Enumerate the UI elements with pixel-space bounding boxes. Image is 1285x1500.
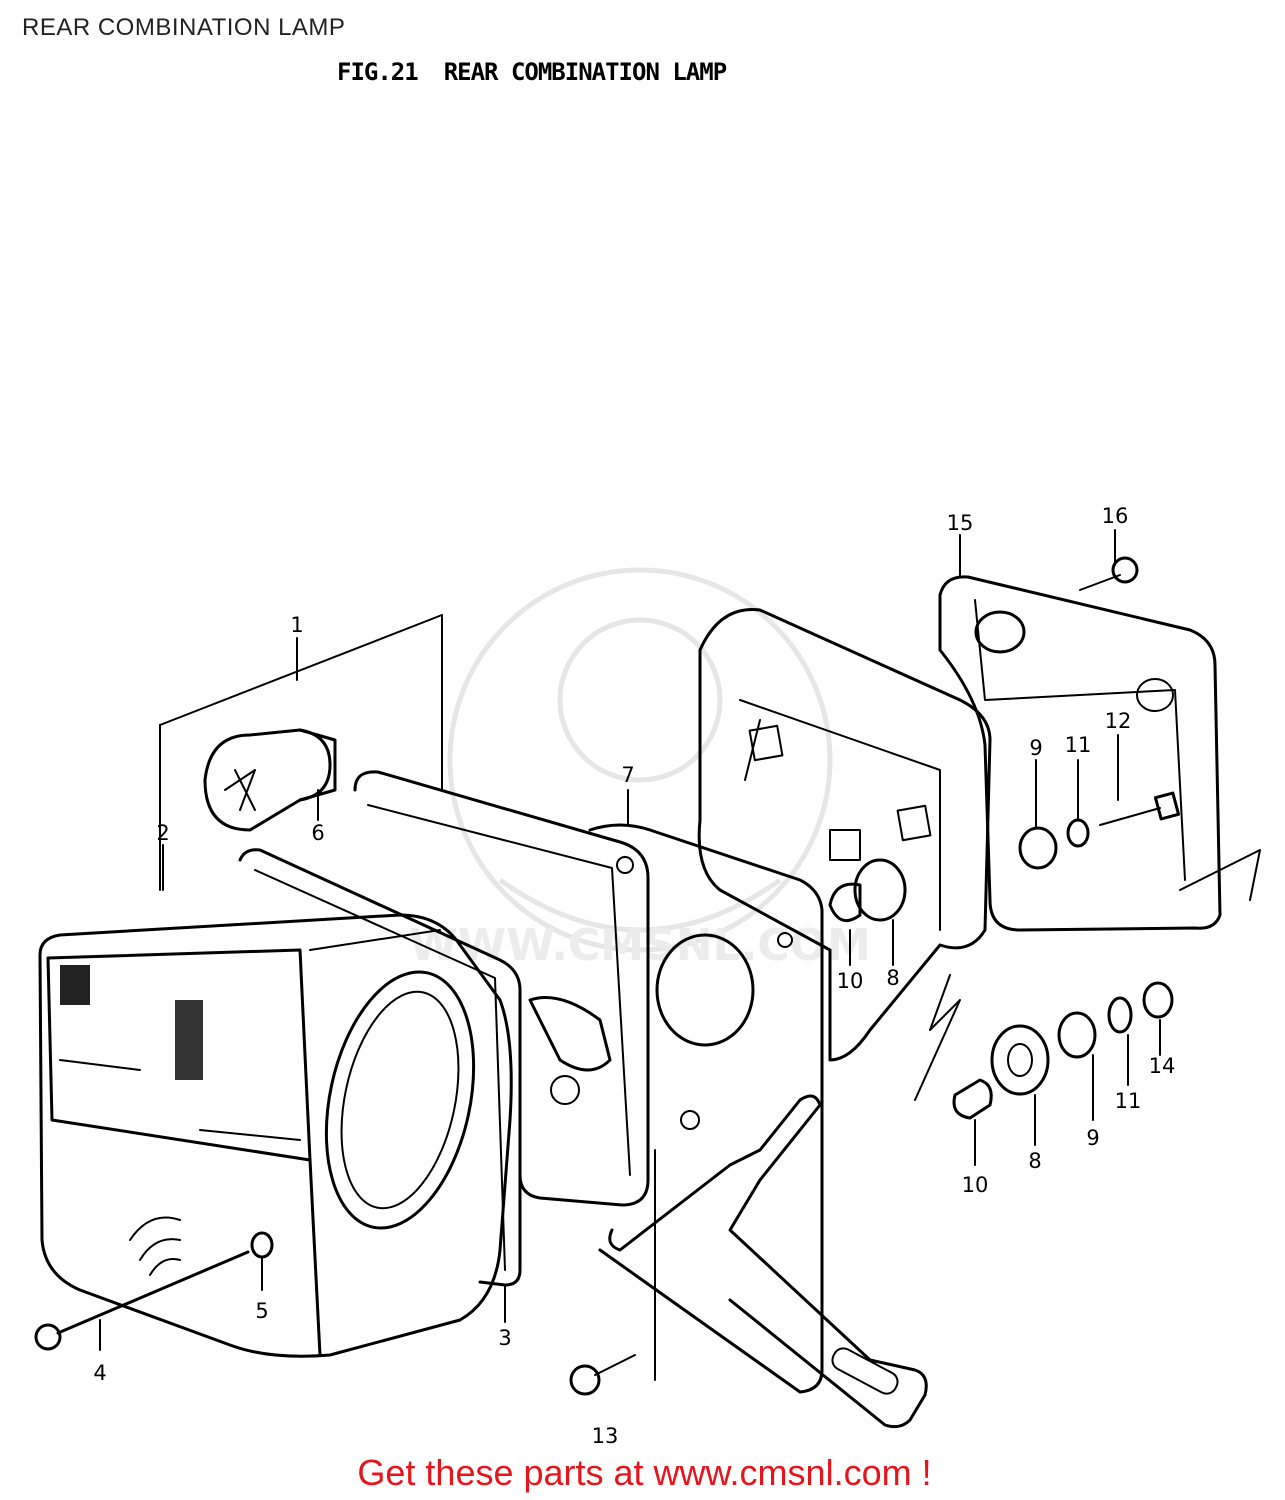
lamp-housing bbox=[38, 913, 513, 1358]
watermark-text: WWW.CMSNL.COM bbox=[409, 920, 871, 971]
bulb-assembly bbox=[159, 614, 443, 891]
callout-13: 13 bbox=[592, 1424, 619, 1448]
callout-4: 4 bbox=[93, 1361, 106, 1385]
lamp-gasket bbox=[238, 848, 522, 1287]
callout-1: 1 bbox=[290, 613, 303, 637]
mounting-bracket bbox=[608, 1094, 928, 1429]
callout-16: 16 bbox=[1102, 504, 1129, 528]
callout-7: 7 bbox=[621, 763, 634, 787]
callout-5: 5 bbox=[255, 1299, 268, 1323]
callout-11-lower: 11 bbox=[1115, 1089, 1142, 1113]
lens-frame bbox=[353, 770, 650, 1207]
lamp-base-plate bbox=[697, 608, 992, 1062]
callout-labels: 1 2 3 4 5 6 7 8 8 9 9 10 10 11 11 12 13 … bbox=[93, 504, 1175, 1448]
callout-6: 6 bbox=[311, 821, 324, 845]
callout-10-lower: 10 bbox=[962, 1173, 989, 1197]
callout-10-upper: 10 bbox=[837, 969, 864, 993]
callout-2: 2 bbox=[156, 821, 169, 845]
rear-cover bbox=[938, 575, 1261, 932]
figure-number: FIG.21 bbox=[337, 58, 419, 86]
callout-14: 14 bbox=[1149, 1054, 1176, 1078]
callout-11-upper: 11 bbox=[1065, 733, 1092, 757]
page-title: REAR COMBINATION LAMP bbox=[22, 14, 346, 41]
callout-8-upper: 8 bbox=[886, 966, 899, 990]
gasket-plate bbox=[588, 823, 824, 1394]
callout-9-lower: 9 bbox=[1086, 1126, 1099, 1150]
hardware-parts bbox=[34, 556, 1181, 1396]
callout-9-upper: 9 bbox=[1029, 736, 1042, 760]
figure-caption: REAR COMBINATION LAMP bbox=[443, 58, 727, 86]
callout-15: 15 bbox=[947, 511, 974, 535]
footer-text[interactable]: Get these parts at www.cmsnl.com ! bbox=[357, 1452, 932, 1493]
leader-lines bbox=[99, 529, 1161, 1381]
footer-link[interactable]: Get these parts at www.cmsnl.com ! bbox=[0, 1452, 1285, 1494]
callout-12: 12 bbox=[1105, 709, 1132, 733]
callout-3: 3 bbox=[498, 1326, 511, 1350]
figure-title: FIG.21 REAR COMBINATION LAMP bbox=[337, 58, 727, 86]
callout-8-lower: 8 bbox=[1028, 1149, 1041, 1173]
